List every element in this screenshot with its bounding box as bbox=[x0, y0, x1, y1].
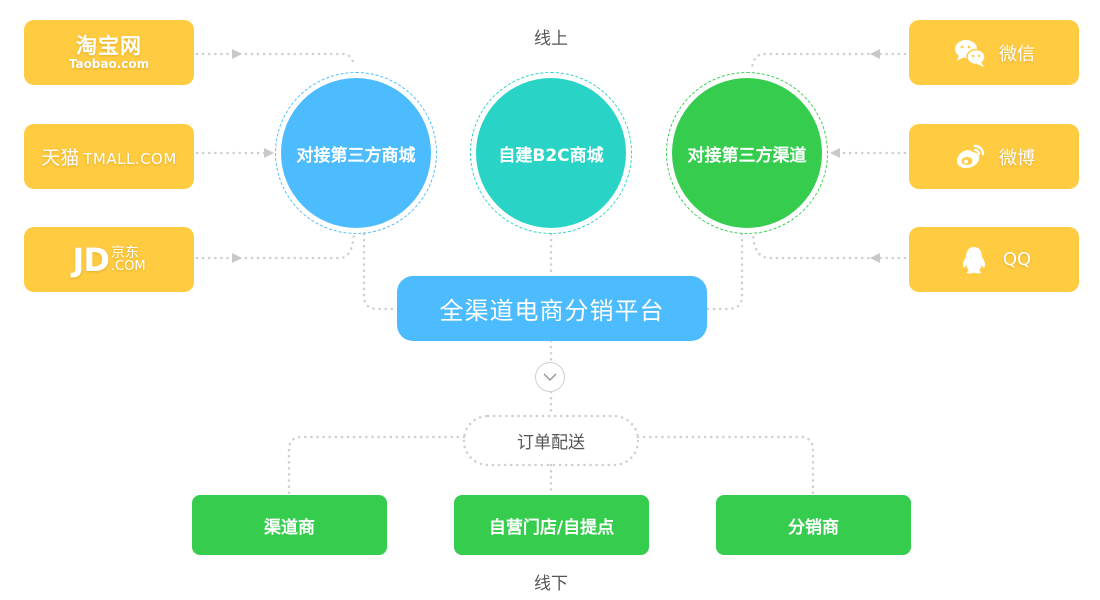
connector-order-distributor bbox=[636, 435, 815, 497]
arrow-tmall bbox=[264, 148, 274, 158]
chevron-down-icon bbox=[543, 373, 557, 382]
dest-channel-dealer[interactable]: 渠道商 bbox=[192, 495, 387, 555]
dest-own-store-pickup-label: 自营门店/自提点 bbox=[488, 517, 615, 538]
taobao-logo-domain: Taobao.com bbox=[68, 56, 150, 71]
order-delivery-node[interactable]: 订单配送 bbox=[464, 416, 638, 465]
connector-wechat bbox=[750, 52, 907, 70]
source-qq[interactable]: QQ bbox=[909, 227, 1079, 292]
platform-label: 全渠道电商分销平台 bbox=[439, 297, 665, 325]
jd-logo-text: JD bbox=[72, 240, 109, 279]
connector-qq bbox=[751, 232, 907, 260]
jd-logo-cn: 京东 bbox=[110, 244, 139, 261]
online-label: 线上 bbox=[534, 29, 568, 49]
weibo-label: 微博 bbox=[999, 147, 1035, 169]
circle-third-party-channel[interactable]: 对接第三方渠道 bbox=[666, 72, 828, 234]
circle-own-b2c-mall[interactable]: 自建B2C商城 bbox=[470, 72, 632, 234]
jd-logo-domain: .COM bbox=[110, 258, 146, 274]
connector-mall-platform bbox=[362, 232, 399, 311]
platform-node[interactable]: 全渠道电商分销平台 bbox=[397, 276, 707, 341]
circle-own-b2c-mall-label: 自建B2C商城 bbox=[498, 145, 604, 166]
arrow-jd bbox=[232, 253, 242, 263]
offline-label: 线下 bbox=[534, 574, 568, 594]
expand-button[interactable] bbox=[535, 362, 565, 392]
arrow-taobao bbox=[232, 49, 242, 59]
circle-third-party-mall[interactable]: 对接第三方商城 bbox=[275, 72, 437, 234]
source-wechat[interactable]: 微信 bbox=[909, 20, 1079, 85]
taobao-logo: 淘宝网 Taobao.com bbox=[69, 35, 149, 71]
taobao-logo-text: 淘宝网 bbox=[76, 33, 142, 58]
connector-order-dealer bbox=[287, 435, 466, 497]
arrow-weibo bbox=[830, 148, 840, 158]
circle-third-party-mall-label: 对接第三方商城 bbox=[296, 145, 416, 166]
source-taobao[interactable]: 淘宝网 Taobao.com bbox=[24, 20, 194, 85]
circle-third-party-channel-label: 对接第三方渠道 bbox=[687, 145, 807, 166]
arrow-qq bbox=[870, 253, 880, 263]
qq-label: QQ bbox=[1002, 249, 1032, 270]
tmall-logo-text: 天猫 bbox=[41, 147, 80, 169]
source-jd[interactable]: JD 京东 .COM bbox=[24, 227, 194, 292]
connector-channel-platform bbox=[705, 232, 744, 311]
connector-jd bbox=[195, 232, 356, 260]
arrow-wechat bbox=[870, 49, 880, 59]
dest-distributor[interactable]: 分销商 bbox=[716, 495, 911, 555]
tmall-logo-domain: TMALL.COM bbox=[83, 150, 177, 168]
jd-logo: JD 京东 .COM bbox=[72, 241, 145, 279]
weibo-icon bbox=[957, 144, 985, 168]
connector-taobao bbox=[195, 52, 356, 68]
order-delivery-label: 订单配送 bbox=[517, 433, 585, 453]
dest-distributor-label: 分销商 bbox=[788, 517, 839, 538]
qq-penguin-icon bbox=[962, 246, 985, 273]
source-weibo[interactable]: 微博 bbox=[909, 124, 1079, 189]
dest-own-store-pickup[interactable]: 自营门店/自提点 bbox=[454, 495, 649, 555]
wechat-label: 微信 bbox=[999, 43, 1035, 65]
dest-channel-dealer-label: 渠道商 bbox=[264, 517, 315, 538]
wechat-icon bbox=[955, 39, 986, 67]
order-node-outline bbox=[462, 414, 640, 467]
